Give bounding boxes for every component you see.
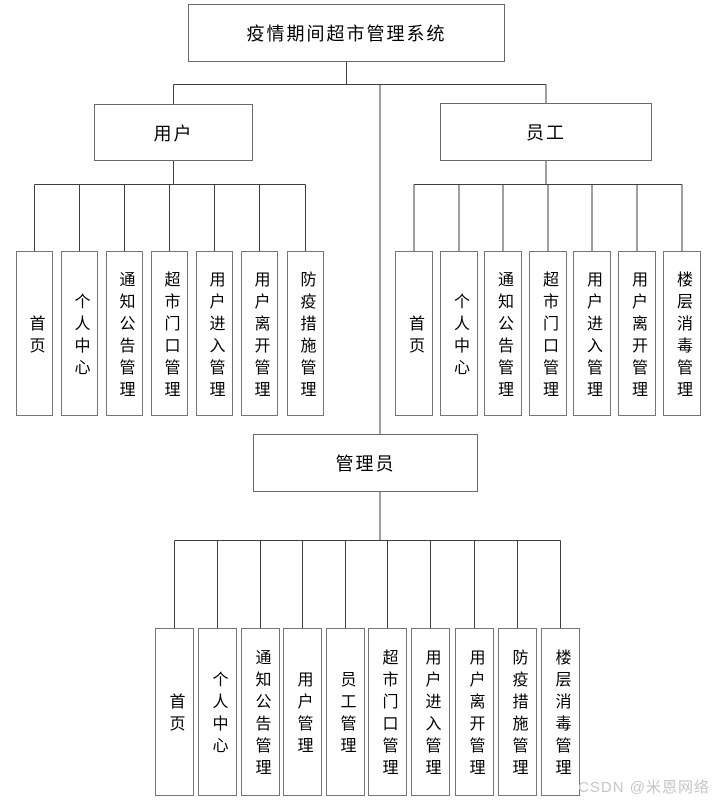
leaf-label: 超市门口管理 xyxy=(540,270,557,403)
node-user-entry-management: 用户进入管理 xyxy=(196,251,233,416)
node-root-label: 疫情期间超市管理系统 xyxy=(246,24,447,44)
node-admin-user-management: 用户管理 xyxy=(283,628,322,796)
node-user-notice-management: 通知公告管理 xyxy=(106,251,143,416)
node-user-personal-center: 个人中心 xyxy=(61,251,98,416)
leaf-label: 用户管理 xyxy=(294,671,312,759)
leaf-label: 用户进入管理 xyxy=(206,270,224,403)
leaf-label: 通知公告管理 xyxy=(495,270,512,403)
leaf-label: 楼层消毒管理 xyxy=(552,649,570,781)
node-admin-label: 管理员 xyxy=(335,454,396,474)
leaf-label: 超市门口管理 xyxy=(161,270,179,403)
leaf-label: 员工管理 xyxy=(337,671,355,759)
node-user-label: 用户 xyxy=(153,123,194,144)
node-staff-notice-management: 通知公告管理 xyxy=(484,251,522,416)
csdn-watermark: CSDN @米恩网络 xyxy=(578,779,710,796)
leaf-label: 防疫措施管理 xyxy=(509,649,527,781)
leaf-label: 用户进入管理 xyxy=(584,270,601,403)
leaf-label: 用户离开管理 xyxy=(251,270,269,403)
leaf-label: 防疫措施管理 xyxy=(297,270,315,403)
leaf-label: 用户进入管理 xyxy=(422,649,440,781)
node-admin-personal-center: 个人中心 xyxy=(198,628,237,796)
node-user-exit-management: 用户离开管理 xyxy=(241,251,278,416)
node-admin-entry-management: 用户进入管理 xyxy=(411,628,450,796)
node-admin-staff-management: 员工管理 xyxy=(326,628,365,796)
node-staff-exit-management: 用户离开管理 xyxy=(618,251,656,416)
node-admin-home: 首页 xyxy=(155,628,194,796)
node-user-home: 首页 xyxy=(16,251,53,416)
leaf-label: 首页 xyxy=(406,314,423,359)
leaf-label: 首页 xyxy=(166,693,184,737)
leaf-label: 个人中心 xyxy=(209,671,227,759)
node-staff-personal-center: 个人中心 xyxy=(440,251,478,416)
node-staff-branch: 员工 xyxy=(440,103,652,161)
node-staff-floor-disinfection-management: 楼层消毒管理 xyxy=(663,251,701,416)
leaf-label: 超市门口管理 xyxy=(379,649,397,781)
node-user-entrance-management: 超市门口管理 xyxy=(151,251,188,416)
node-admin-epidemic-prevention-management: 防疫措施管理 xyxy=(498,628,537,796)
node-user-branch: 用户 xyxy=(94,104,253,161)
node-staff-entry-management: 用户进入管理 xyxy=(573,251,611,416)
node-user-epidemic-prevention-management: 防疫措施管理 xyxy=(287,251,324,416)
node-staff-home: 首页 xyxy=(395,251,433,416)
node-admin-notice-management: 通知公告管理 xyxy=(241,628,280,796)
leaf-label: 用户离开管理 xyxy=(629,270,646,403)
node-admin-branch: 管理员 xyxy=(253,434,478,492)
node-admin-entrance-management: 超市门口管理 xyxy=(368,628,407,796)
node-root-system: 疫情期间超市管理系统 xyxy=(188,4,505,62)
leaf-label: 通知公告管理 xyxy=(252,649,270,781)
node-admin-exit-management: 用户离开管理 xyxy=(455,628,494,796)
leaf-label: 楼层消毒管理 xyxy=(674,270,691,403)
leaf-label: 通知公告管理 xyxy=(116,270,134,403)
leaf-label: 个人中心 xyxy=(451,292,468,381)
leaf-label: 个人中心 xyxy=(71,292,89,381)
leaf-label: 首页 xyxy=(26,314,44,359)
node-staff-entrance-management: 超市门口管理 xyxy=(529,251,567,416)
node-staff-label: 员工 xyxy=(526,123,566,143)
node-admin-floor-disinfection-management: 楼层消毒管理 xyxy=(541,628,580,796)
leaf-label: 用户离开管理 xyxy=(466,649,484,781)
